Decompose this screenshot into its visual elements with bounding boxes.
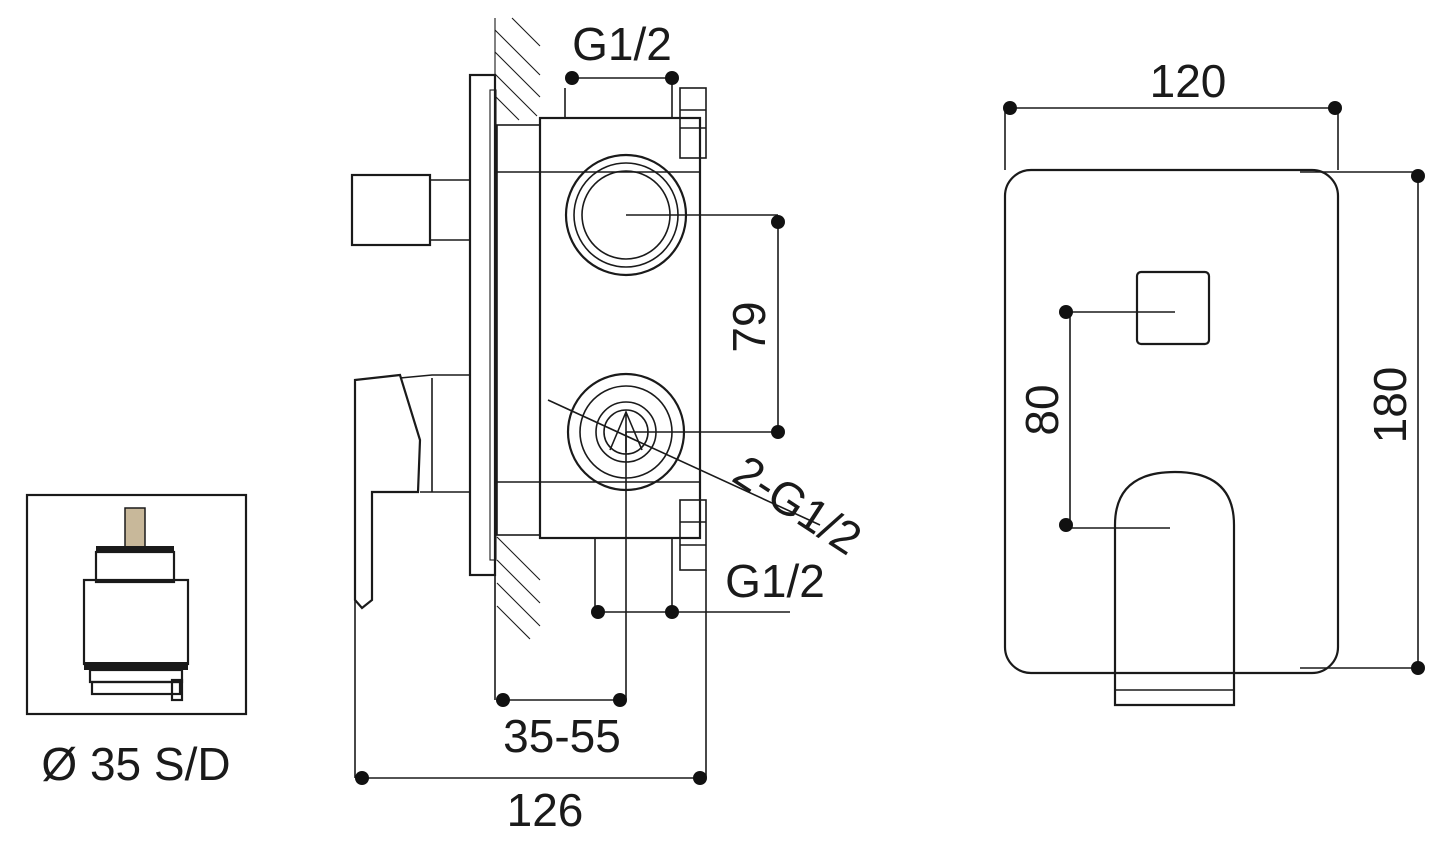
bottom-fitting <box>679 499 707 571</box>
dim-front-width: 120 <box>1150 55 1227 107</box>
dim-outlets: 2-G1/2 <box>725 445 871 565</box>
wall-hatching-top <box>494 17 541 121</box>
top-fitting <box>679 87 707 159</box>
front-lever <box>1113 470 1236 707</box>
front-view: 120 180 80 <box>1003 55 1425 707</box>
cover-plate-side <box>468 73 497 577</box>
dim-bottom-connection: G1/2 <box>725 555 825 607</box>
dim-handle-distance: 80 <box>1016 384 1068 435</box>
side-view: G1/2 79 2-G1/2 G1/2 35-55 126 <box>350 17 871 836</box>
cartridge-frame <box>25 493 248 716</box>
dim-top-connection: G1/2 <box>572 18 672 70</box>
cartridge-label: Ø 35 S/D <box>41 738 230 790</box>
wall-hatching-bottom <box>494 535 541 640</box>
front-cover-plate <box>1003 168 1340 675</box>
diverter-button <box>1135 270 1211 346</box>
cartridge-icon <box>82 507 190 702</box>
dim-wall-depth: 35-55 <box>503 710 621 762</box>
dim-center-distance: 79 <box>723 301 775 352</box>
lever-handle <box>353 373 422 610</box>
dim-front-height: 180 <box>1364 367 1416 444</box>
dim-total-depth: 126 <box>507 784 584 836</box>
diverter-knob <box>350 173 432 247</box>
cartridge-detail: Ø 35 S/D <box>25 493 248 790</box>
